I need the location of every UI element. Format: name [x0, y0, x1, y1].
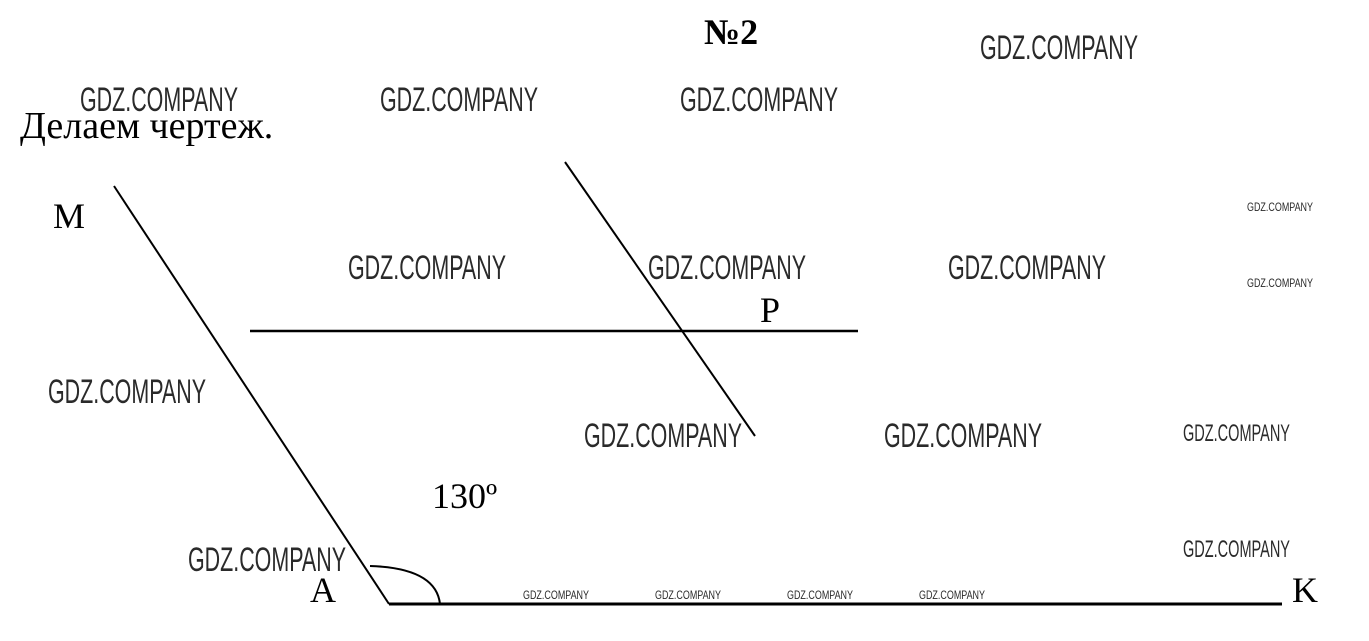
watermark: GDZ.COMPANY	[188, 541, 346, 579]
watermark: GDZ.COMPANY	[680, 81, 838, 119]
watermark: GDZ.COMPANY	[948, 249, 1106, 287]
watermark: GDZ.COMPANY	[80, 81, 238, 119]
ray-am	[113, 185, 390, 605]
watermark: GDZ.COMPANY	[348, 249, 506, 287]
watermark: GDZ.COMPANY	[1247, 276, 1313, 290]
watermark: GDZ.COMPANY	[980, 29, 1138, 67]
problem-number: №2	[704, 12, 758, 52]
caption: Делаем чертеж.	[20, 105, 273, 147]
point-label-k: K	[1292, 570, 1318, 610]
watermark: GDZ.COMPANY	[48, 373, 206, 411]
angle-label: 130º	[432, 476, 497, 516]
transversal-line	[564, 161, 756, 437]
point-label-a: A	[310, 570, 336, 610]
geometry	[113, 161, 1282, 606]
angle-arc	[369, 565, 441, 605]
watermark: GDZ.COMPANY	[884, 417, 1042, 455]
watermark: GDZ.COMPANY	[1183, 536, 1290, 563]
watermark: GDZ.COMPANY	[655, 588, 721, 602]
watermark: GDZ.COMPANY	[380, 81, 538, 119]
point-label-m: M	[53, 196, 85, 236]
watermark: GDZ.COMPANY	[1183, 420, 1290, 447]
watermark: GDZ.COMPANY	[523, 588, 589, 602]
watermark: GDZ.COMPANY	[787, 588, 853, 602]
point-label-p: P	[760, 290, 780, 330]
watermark: GDZ.COMPANY	[584, 417, 742, 455]
watermark: GDZ.COMPANY	[1247, 200, 1313, 214]
watermark: GDZ.COMPANY	[648, 249, 806, 287]
watermark: GDZ.COMPANY	[919, 588, 985, 602]
watermark-layer: GDZ.COMPANY GDZ.COMPANY GDZ.COMPANY GDZ.…	[48, 29, 1313, 602]
